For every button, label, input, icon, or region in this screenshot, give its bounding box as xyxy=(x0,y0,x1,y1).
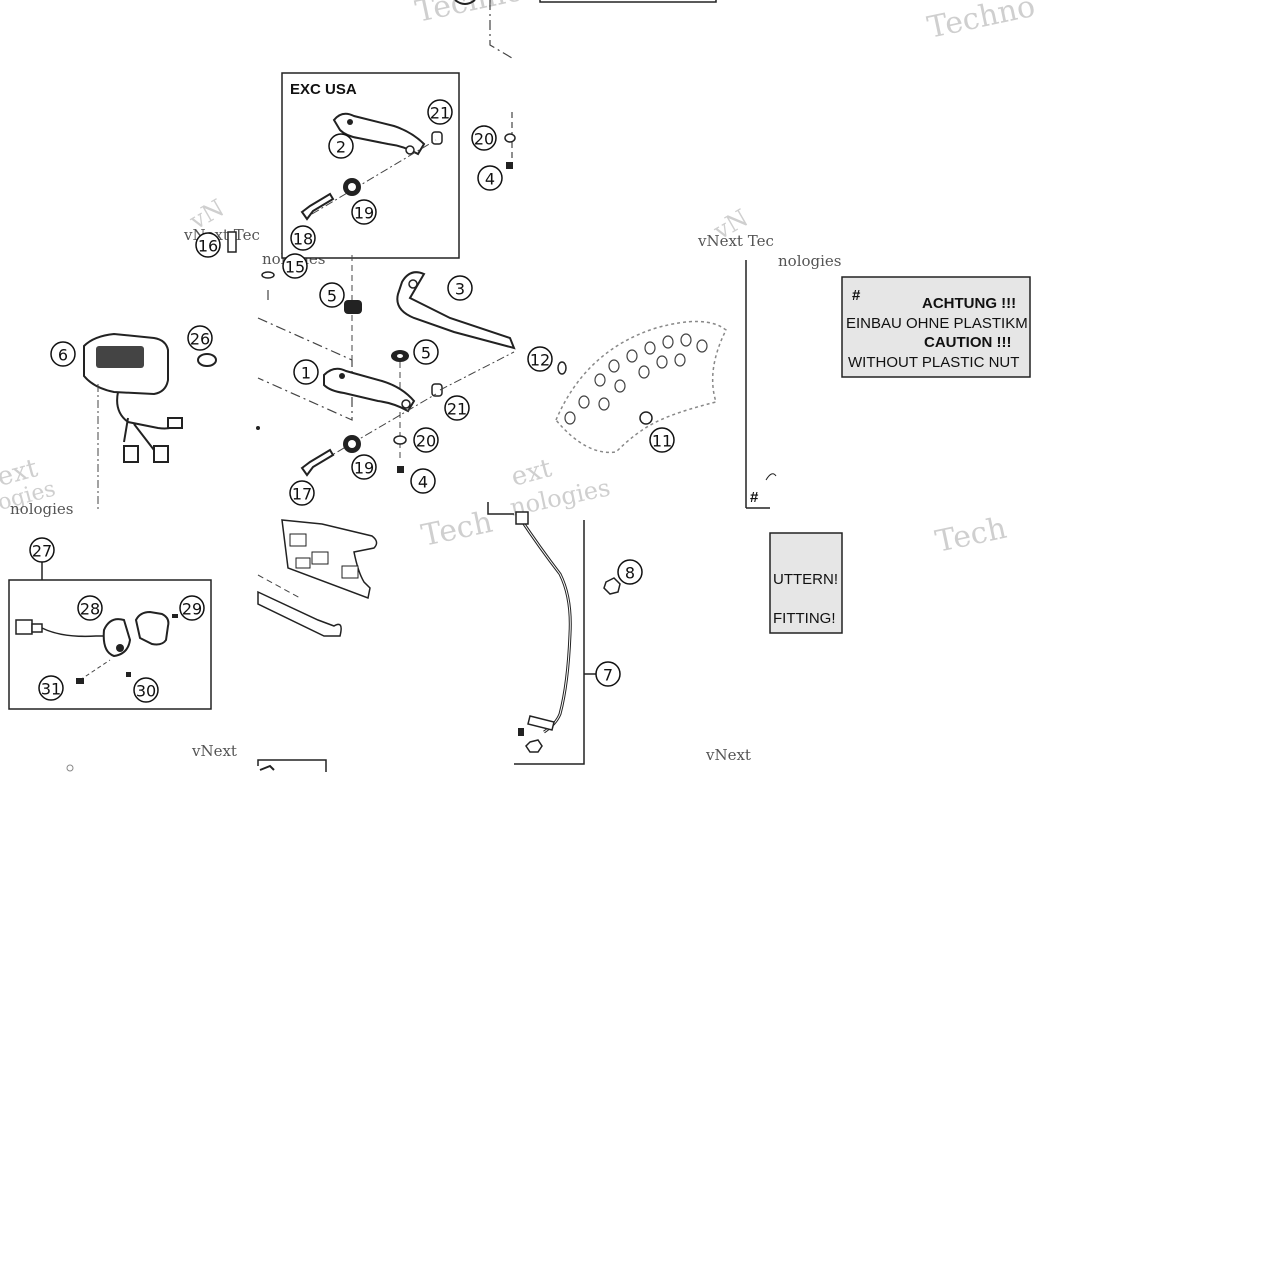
part-callout: 11 xyxy=(649,427,675,453)
svg-text:2: 2 xyxy=(336,138,346,157)
svg-text:26: 26 xyxy=(190,330,210,349)
svg-text:7: 7 xyxy=(603,666,613,685)
exc-usa-inset: EXC USA 2 21 19 18 xyxy=(281,72,460,259)
part-callout: 5 xyxy=(413,339,439,365)
brake-disc-guard: 12 11 xyxy=(527,320,727,454)
part-callout: 5 xyxy=(319,282,345,308)
svg-text:21: 21 xyxy=(447,400,467,419)
part-callout: 16 xyxy=(195,232,221,258)
svg-text:6: 6 xyxy=(58,346,68,365)
svg-text:4: 4 xyxy=(418,473,428,492)
part-callout: 27 xyxy=(29,537,55,563)
bracket-part xyxy=(396,271,516,350)
watermark-text: vNext xyxy=(191,742,237,760)
part-callout: 19 xyxy=(351,454,377,480)
part-callout: 8 xyxy=(617,559,643,585)
svg-text:15: 15 xyxy=(285,258,305,277)
svg-text:5: 5 xyxy=(421,344,431,363)
svg-text:16: 16 xyxy=(198,237,218,256)
part-callout: 6 xyxy=(50,341,76,367)
note-line: CAUTION !!! xyxy=(924,334,1011,351)
svg-text:19: 19 xyxy=(354,459,374,478)
part-callout: 4 xyxy=(410,468,436,494)
svg-text:5: 5 xyxy=(327,287,337,306)
part-callout: 17 xyxy=(289,480,315,506)
caution-note: # ACHTUNG !!! EINBAU OHNE PLASTIKM CAUTI… xyxy=(841,276,1031,378)
svg-text:21: 21 xyxy=(430,104,450,123)
svg-text:29: 29 xyxy=(182,600,202,619)
speedometer-unit: 6 26 xyxy=(50,325,217,512)
note-line: UTTERN! xyxy=(773,571,838,588)
note-hash: # xyxy=(750,489,759,506)
svg-text:20: 20 xyxy=(416,432,436,451)
part-callout: 21 xyxy=(444,395,470,421)
svg-text:27: 27 xyxy=(32,542,52,561)
caution-note-fragment: UTTERN! FITTING! xyxy=(769,532,843,634)
watermark-text: vNext Tec xyxy=(697,232,774,250)
part-callout: 3 xyxy=(447,275,473,301)
note-line: WITHOUT PLASTIC NUT xyxy=(848,354,1019,371)
watermark-text: nologies xyxy=(10,500,74,518)
part-callout: 29 xyxy=(179,595,205,621)
svg-text:28: 28 xyxy=(80,600,100,619)
note-hash: # xyxy=(852,287,861,304)
sensor-cable: 7 8 xyxy=(487,502,643,765)
svg-text:18: 18 xyxy=(293,230,313,249)
svg-text:4: 4 xyxy=(485,170,495,189)
part-callout: 15 xyxy=(282,253,308,279)
watermark-text: nologies xyxy=(778,252,842,270)
svg-text:31: 31 xyxy=(41,680,61,699)
main-assembly: 16 15 5 3 5 1 21 20 19 xyxy=(195,231,516,506)
part-callout: 4 xyxy=(477,165,503,191)
svg-text:17: 17 xyxy=(292,485,312,504)
note-line: ACHTUNG !!! xyxy=(922,295,1016,312)
part-callout: 28 xyxy=(77,595,103,621)
mounting-plate xyxy=(257,519,378,637)
note-line: FITTING! xyxy=(773,610,836,627)
part-callout: 31 xyxy=(38,675,64,701)
right-frame: # xyxy=(745,260,777,509)
bolt-part xyxy=(300,192,335,221)
note-line: EINBAU OHNE PLASTIKM xyxy=(846,315,1028,332)
part-callout: 12 xyxy=(527,346,553,372)
svg-text:30: 30 xyxy=(136,682,156,701)
part-callout: 19 xyxy=(351,199,377,225)
svg-text:11: 11 xyxy=(652,432,672,451)
part-callout: 1 xyxy=(293,359,319,385)
part-callout: 2 xyxy=(328,133,354,159)
svg-text:1: 1 xyxy=(301,364,311,383)
watermark-text: vNext xyxy=(705,746,751,764)
svg-text:8: 8 xyxy=(625,564,635,583)
part-callout: 7 xyxy=(595,661,621,687)
bracket-part xyxy=(332,112,426,156)
spacer-part xyxy=(431,131,443,145)
svg-text:3: 3 xyxy=(455,280,465,299)
inset-title: EXC USA xyxy=(290,81,357,98)
part-callout: 21 xyxy=(427,99,453,125)
bottom-fragment xyxy=(66,759,327,772)
svg-text:20: 20 xyxy=(474,130,494,149)
part-callout: 20 xyxy=(471,125,497,151)
part-callout: 20 xyxy=(413,427,439,453)
svg-text:12: 12 xyxy=(530,351,550,370)
part-callout: 18 xyxy=(290,225,316,251)
part-callout: 26 xyxy=(187,325,213,351)
washer-nut-group: 20 4 xyxy=(471,125,516,191)
part-callout: 30 xyxy=(133,677,159,703)
sensor-inset: 27 28 29 31 30 xyxy=(8,537,212,710)
svg-text:19: 19 xyxy=(354,204,374,223)
